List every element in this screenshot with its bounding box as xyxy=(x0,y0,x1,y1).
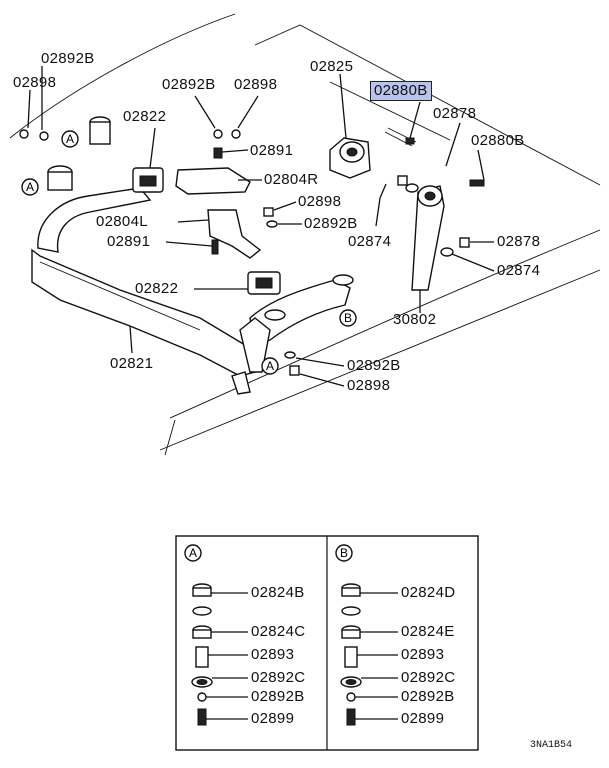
label-02892b-top: 02892B xyxy=(162,76,216,93)
callout-a-3 xyxy=(261,357,279,375)
label-02878-right: 02878 xyxy=(497,233,541,250)
label-02825: 02825 xyxy=(310,58,354,75)
label-02898-low: 02898 xyxy=(347,377,391,394)
label-02822-top: 02822 xyxy=(123,108,167,125)
label-02874-right: 02874 xyxy=(497,262,541,279)
floor-panel-outline xyxy=(9,13,601,456)
label-02892b-tl: 02892B xyxy=(41,50,95,67)
legend-a-item-2: 02824C xyxy=(251,623,306,640)
callout-b-1 xyxy=(339,309,357,327)
label-02804r: 02804R xyxy=(264,171,319,188)
legend-a-circle xyxy=(184,544,202,562)
legend-b-header: B xyxy=(340,546,348,560)
callout-a-2-text: A xyxy=(26,180,34,194)
callout-a-2 xyxy=(21,178,39,196)
legend-b-item-5: 02892B xyxy=(401,688,455,705)
small-hardware xyxy=(19,129,485,376)
legend-box: A B xyxy=(175,535,479,751)
label-02874-mid: 02874 xyxy=(348,233,392,250)
label-02891-top: 02891 xyxy=(250,142,294,159)
label-30802: 30802 xyxy=(393,311,437,328)
label-02878-top: 02878 xyxy=(433,105,477,122)
legend-a-header: A xyxy=(189,546,197,560)
legend-a-item-4: 02892C xyxy=(251,669,306,686)
label-02892b-low: 02892B xyxy=(347,357,401,374)
legend-b-item-6: 02899 xyxy=(401,710,445,727)
bracket-02804l xyxy=(207,209,262,259)
bushing-02825 xyxy=(329,137,371,179)
mount-02822-mid xyxy=(247,271,281,295)
legend-a-icons xyxy=(191,583,213,726)
legend-b-item-4: 02892C xyxy=(401,669,456,686)
callout-a-3-text: A xyxy=(266,359,274,373)
legend-leaders xyxy=(206,592,398,720)
subframe-arm xyxy=(239,279,351,373)
label-02880b-highlighted[interactable]: 02880B xyxy=(370,81,432,101)
label-02880b-right: 02880B xyxy=(471,132,525,149)
diagram-code: 3NA1B54 xyxy=(530,740,573,751)
leader-lines xyxy=(27,66,495,387)
label-02822-mid: 02822 xyxy=(135,280,179,297)
legend-a-item-3: 02893 xyxy=(251,646,295,663)
label-02821: 02821 xyxy=(110,355,154,372)
label-02804l: 02804L xyxy=(96,213,148,230)
legend-a-item-5: 02892B xyxy=(251,688,305,705)
callout-b-1-text: B xyxy=(344,311,352,325)
legend-b-item-2: 02824E xyxy=(401,623,455,640)
mount-02822-top xyxy=(132,167,164,193)
callout-a-1 xyxy=(61,130,79,148)
legend-b-item-3: 02893 xyxy=(401,646,445,663)
legend-a-item-6: 02899 xyxy=(251,710,295,727)
bolt-02880b xyxy=(384,127,417,147)
legend-b-circle xyxy=(335,544,353,562)
frame-bushings xyxy=(47,116,354,321)
label-02898-mid: 02898 xyxy=(298,193,342,210)
callout-a-1-text: A xyxy=(66,132,74,146)
label-02891-mid: 02891 xyxy=(107,233,151,250)
callout-circles: A A A B xyxy=(21,130,357,375)
arm-30802 xyxy=(411,185,445,291)
legend-b-item-1: 02824D xyxy=(401,584,456,601)
label-02898-tl: 02898 xyxy=(13,74,57,91)
label-02898-top: 02898 xyxy=(234,76,278,93)
bracket-02804r xyxy=(175,167,251,195)
label-02892b-mid: 02892B xyxy=(304,215,358,232)
legend-b-icons xyxy=(340,583,362,726)
legend-a-item-1: 02824B xyxy=(251,584,305,601)
